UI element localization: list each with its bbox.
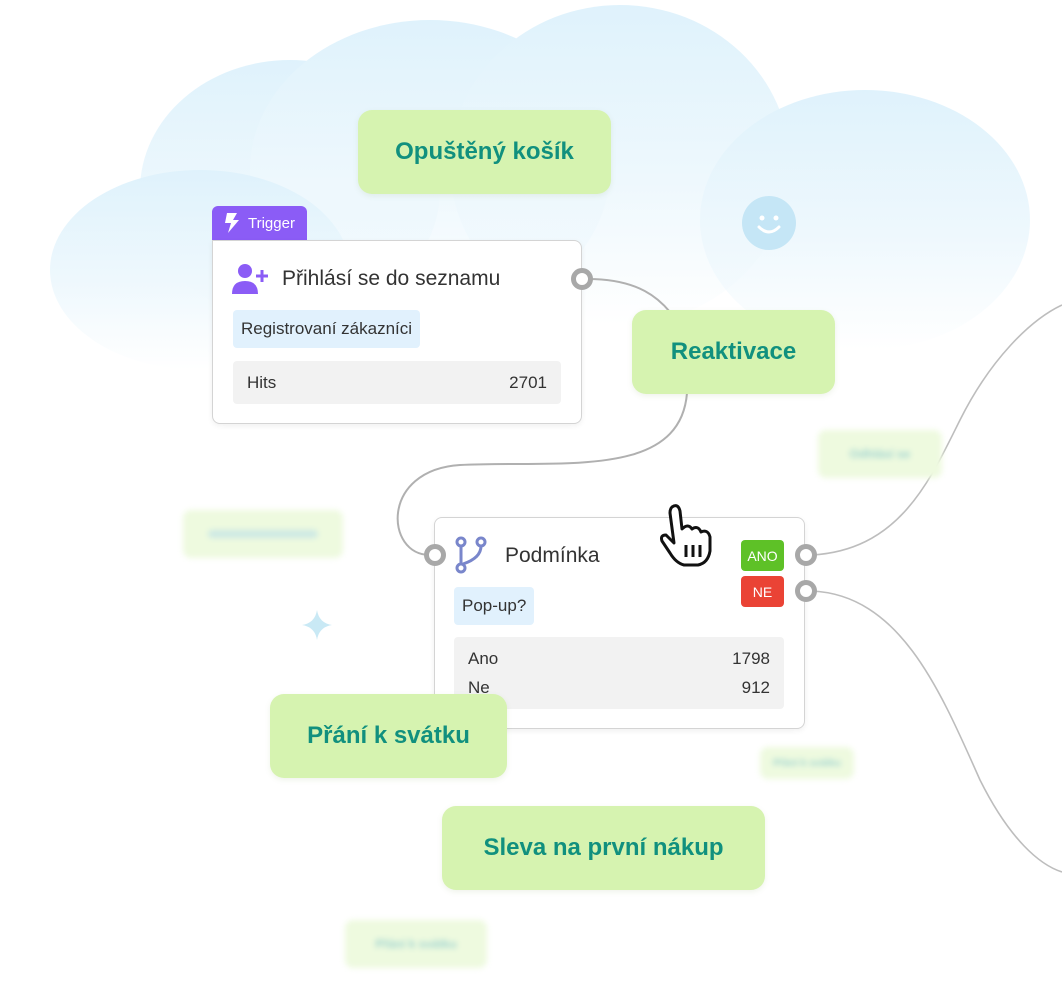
lightning-icon (225, 213, 239, 233)
git-branch-icon (455, 536, 487, 574)
stat-label: Hits (247, 373, 277, 392)
no-badge: NE (741, 576, 784, 607)
chip-label: Reaktivace (670, 338, 797, 365)
condition-input-port[interactable] (424, 544, 446, 566)
blurred-chip-name-day-bottom: Přání k svátku (345, 920, 487, 968)
blurred-chip-left (183, 510, 343, 558)
yes-badge: ANO (741, 540, 784, 571)
no-output-port[interactable] (795, 580, 817, 602)
sparkle-icon (300, 608, 334, 647)
stat-value: 912 (741, 678, 770, 697)
yes-output-port[interactable] (795, 544, 817, 566)
smiley-icon (742, 196, 796, 250)
chip-name-day[interactable]: Přání k svátku (270, 694, 507, 778)
chip-label: Opuštěný košík (395, 138, 574, 165)
trigger-stats: Hits 2701 (233, 361, 561, 404)
trigger-card[interactable]: Přihlásí se do seznamu Registrovaní záka… (212, 240, 582, 424)
condition-title: Podmínka (505, 544, 600, 567)
condition-card[interactable]: Podmínka Pop-up? Ano 1798 Ne 912 ANO NE (434, 517, 805, 729)
condition-stats: Ano 1798 Ne 912 (454, 637, 784, 709)
blurred-chip-label: Přání k svátku (375, 937, 457, 951)
chip-label: Sleva na první nákup (483, 834, 724, 861)
hand-cursor-icon (658, 503, 716, 574)
segment-tag: Registrovaní zákazníci (233, 310, 421, 348)
blurred-chip-label: Přání k svátku (773, 757, 841, 769)
trigger-title: Přihlásí se do seznamu (282, 267, 501, 290)
stat-value: 1798 (732, 649, 770, 668)
trigger-tab: Trigger (212, 206, 307, 240)
stat-row: Ano 1798 (454, 644, 784, 673)
blurred-chip-name-day-small: Přání k svátku (760, 747, 854, 779)
stat-row: Ne 912 (454, 673, 784, 702)
chip-first-purchase[interactable]: Sleva na první nákup (442, 806, 765, 890)
stat-value: 2701 (509, 373, 547, 392)
user-plus-icon (232, 264, 268, 294)
chip-label: Přání k svátku (307, 722, 470, 749)
stat-label: Ano (468, 649, 499, 668)
condition-tag: Pop-up? (454, 587, 535, 625)
trigger-output-port[interactable] (571, 268, 593, 290)
chip-reactivation[interactable]: Reaktivace (632, 310, 835, 394)
trigger-tab-label: Trigger (248, 214, 295, 232)
chip-abandoned-cart[interactable]: Opuštěný košík (358, 110, 611, 194)
blurred-chip-unsubscribe: Odhlásí se (818, 430, 942, 478)
stat-label: Ne (468, 678, 490, 697)
stat-row: Hits 2701 (233, 368, 561, 397)
blurred-chip-label: Odhlásí se (849, 447, 911, 461)
